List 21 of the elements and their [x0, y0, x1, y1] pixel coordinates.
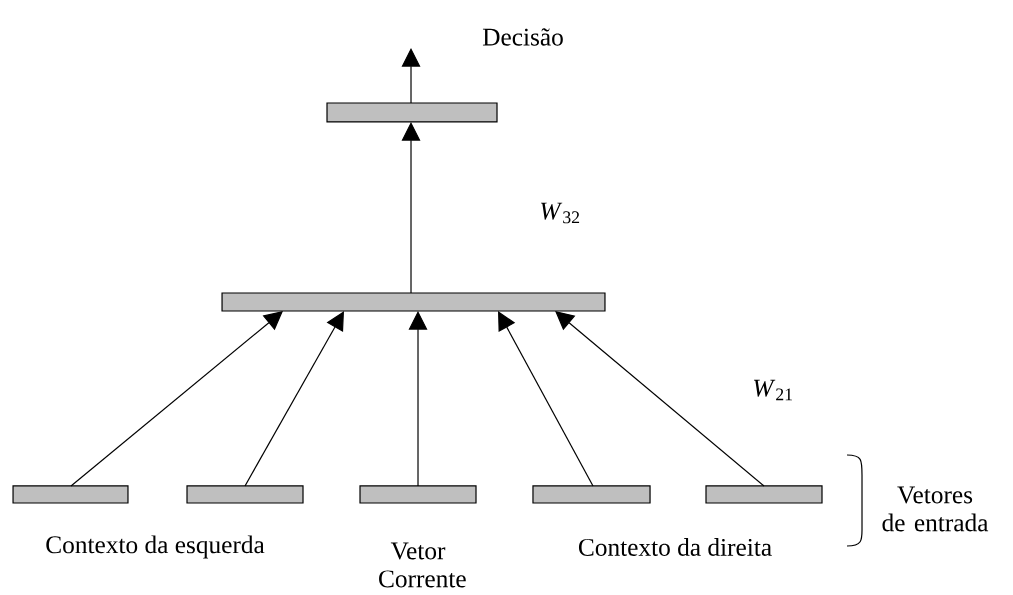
layer-bar [186, 485, 304, 504]
arrow [498, 311, 594, 487]
layer-bar [326, 102, 498, 123]
layer-bar [12, 485, 129, 504]
arrow [70, 311, 283, 487]
arrow [555, 311, 765, 487]
caption-text: Vetor Corrente [379, 542, 466, 588]
weight-label: W$_{32}$ [540, 202, 580, 224]
caption-text: Vetores de entrada [882, 486, 989, 532]
arrow [401, 48, 421, 104]
caption-text: Decisão [482, 28, 563, 46]
arrow [401, 122, 421, 294]
layer-bar [705, 485, 823, 504]
layer-bar [359, 485, 477, 504]
caption-text: Contexto da esquerda [46, 535, 265, 559]
weight-label: W$_{21}$ [753, 379, 792, 401]
layer-bar [532, 485, 651, 504]
layer-bar [221, 292, 606, 312]
caption-text: Contexto da direita [578, 538, 772, 556]
arrow [244, 311, 344, 487]
arrow [408, 311, 428, 487]
